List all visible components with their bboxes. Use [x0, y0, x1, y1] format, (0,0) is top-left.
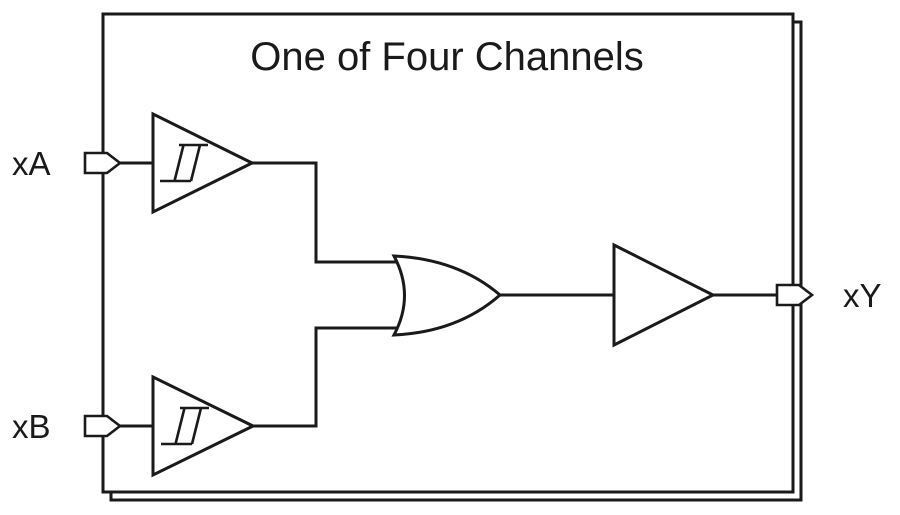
output-pin-xy — [775, 283, 815, 307]
or-gate-icon — [391, 254, 503, 337]
buffer-b-triangle — [151, 374, 257, 478]
wire-buffer-a-to-or — [250, 161, 404, 264]
output-buffer-icon — [612, 242, 717, 348]
hysteresis-icon — [160, 143, 208, 183]
input-label-xa: xA — [12, 145, 51, 182]
hysteresis-icon — [161, 406, 209, 446]
wire-buffer-b-to-or — [251, 326, 404, 428]
output-label-xy: xY — [843, 277, 882, 314]
input-label-xb: xB — [12, 408, 51, 445]
diagram-title: One of Four Channels — [250, 35, 644, 79]
schmitt-buffer-a-icon — [151, 111, 256, 215]
buffer-a-triangle — [151, 111, 256, 215]
input-pin-xb — [83, 414, 123, 438]
schmitt-buffer-b-icon — [151, 374, 257, 478]
input-pin-xa — [83, 151, 123, 175]
